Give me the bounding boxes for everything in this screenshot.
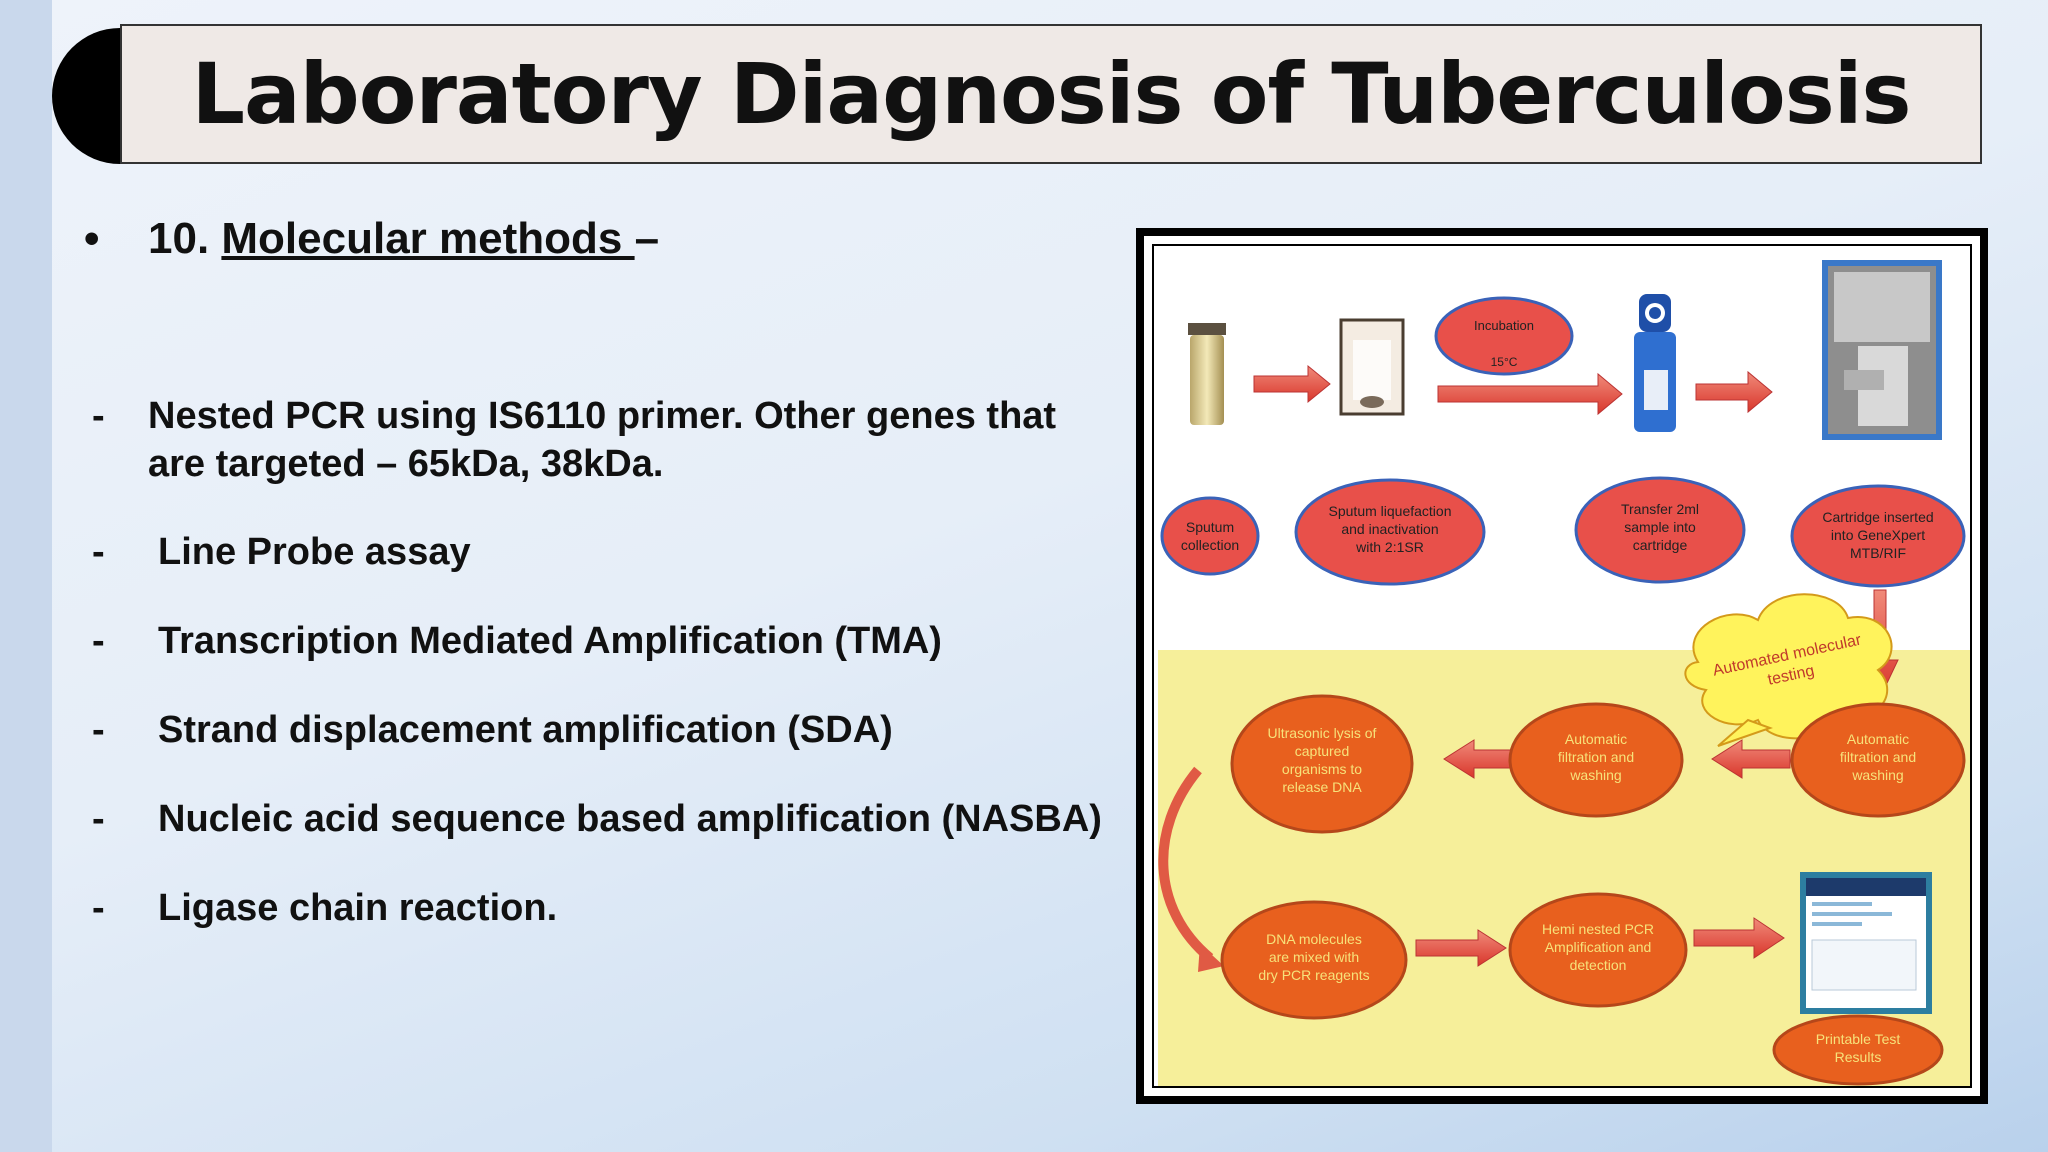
node-hemi-nested-pcr: Hemi nested PCR Amplification and detect… [1508,892,1688,1008]
node-text: Printable Test [1816,1031,1901,1047]
specimen-jar-icon [1339,318,1405,416]
node-text: Amplification and [1545,939,1652,955]
results-screen-icon [1800,872,1932,1014]
curved-arrowhead-icon [1198,944,1224,972]
dash-marker: - [92,798,105,840]
node-text: detection [1570,957,1627,973]
node-text: Incubation [1474,318,1534,333]
heading-bullet: • [84,214,100,263]
arrow-left-icon [1711,739,1791,779]
node-text: filtration and [1558,749,1634,765]
list-item-text-line1: Nested PCR using IS6110 primer. Other ge… [148,395,1057,437]
dash-marker: - [92,395,105,437]
arrow-right-icon [1695,370,1773,414]
dash-marker: - [92,531,105,573]
list-item: - Ligase chain reaction. [92,884,1112,932]
arrow-right-icon [1253,364,1331,404]
node-dna-molecules: DNA molecules are mixed with dry PCR rea… [1220,900,1408,1020]
list-item: - Transcription Mediated Amplification (… [92,617,1112,665]
node-text: are mixed with [1269,949,1359,965]
node-text: collection [1181,537,1239,553]
node-text: captured [1295,743,1349,759]
node-text: Sputum [1186,519,1234,535]
node-printable-results: Printable Test Results [1772,1014,1944,1086]
list-item-text: Line Probe assay [158,531,471,573]
figure-canvas: Automated molecular testing Sputum colle… [1144,236,1980,1096]
node-text: sample into [1624,519,1696,535]
genexpert-machine-icon [1822,260,1942,440]
node-sputum-collection: Sputum collection [1160,496,1260,576]
node-text: into GeneXpert [1831,527,1925,543]
list-item: - Strand displacement amplification (SDA… [92,706,1112,754]
cartridge-icon [1634,294,1676,432]
node-text: Automatic [1847,731,1909,747]
node-text: and inactivation [1341,521,1438,537]
node-text: DNA molecules [1266,931,1362,947]
node-text: 15°C [1491,355,1518,369]
dash-marker: - [92,887,105,929]
workflow-diagram: Automated molecular testing Sputum colle… [1158,250,1970,1086]
node-text: washing [1569,767,1621,783]
slide-title: Laboratory Diagnosis of Tuberculosis [191,45,1911,143]
title-banner: Laboratory Diagnosis of Tuberculosis [120,24,1982,164]
heading-number: 10. [148,214,210,263]
node-text: with 2:1SR [1355,539,1424,555]
node-automatic-filtration-mid: Automatic filtration and washing [1508,702,1684,818]
dash-marker: - [92,620,105,662]
automated-testing-cloud: Automated molecular testing [1684,593,1893,747]
sample-tube-icon [1188,323,1226,425]
node-text: release DNA [1282,779,1362,795]
node-text: Results [1835,1049,1882,1065]
list-item-text: Transcription Mediated Amplification (TM… [158,620,942,662]
node-sputum-liquefaction: Sputum liquefaction and inactivation wit… [1294,478,1486,586]
node-text: organisms to [1282,761,1362,777]
list-item: - Nucleic acid sequence based amplificat… [92,795,1112,843]
node-incubation: Incubation 15°C [1434,296,1574,376]
method-list: - Nested PCR using IS6110 primer. Other … [92,392,1112,932]
node-text: dry PCR reagents [1258,967,1369,983]
genexpert-workflow-figure: Automated molecular testing Sputum colle… [1136,228,1988,1104]
curved-arrow-icon [1158,766,1214,962]
list-item-text: Strand displacement amplification (SDA) [158,709,893,751]
arrow-right-icon [1693,917,1785,959]
node-transfer: Transfer 2ml sample into cartridge [1574,476,1746,584]
arrow-right-icon [1437,372,1623,416]
node-text: Cartridge inserted [1822,509,1933,525]
dash-marker: - [92,709,105,751]
list-item: - Nested PCR using IS6110 primer. Other … [92,392,1112,488]
list-item-text: Ligase chain reaction. [158,887,558,929]
section-heading: • 10. Molecular methods – [84,214,659,264]
node-cartridge-inserted: Cartridge inserted into GeneXpert MTB/RI… [1790,484,1966,588]
arrow-right-icon [1415,929,1507,967]
node-text: filtration and [1840,749,1916,765]
node-text: MTB/RIF [1850,545,1906,561]
node-text: washing [1851,767,1903,783]
node-text: Automatic [1565,731,1627,747]
node-text: Sputum liquefaction [1329,503,1452,519]
left-accent-strip [0,0,52,1152]
list-item-text-line2: are targeted – 65kDa, 38kDa. [148,443,664,485]
node-ultrasonic-lysis: Ultrasonic lysis of captured organisms t… [1230,694,1414,834]
heading-suffix: – [634,214,660,263]
list-item: - Line Probe assay [92,528,1112,576]
node-text: Ultrasonic lysis of [1268,725,1377,741]
heading-label: Molecular methods [221,214,635,263]
list-item-text: Nucleic acid sequence based amplificatio… [158,798,1102,840]
node-text: cartridge [1633,537,1688,553]
node-automatic-filtration-right: Automatic filtration and washing [1790,702,1966,818]
node-text: Hemi nested PCR [1542,921,1654,937]
node-text: Transfer 2ml [1621,501,1699,517]
